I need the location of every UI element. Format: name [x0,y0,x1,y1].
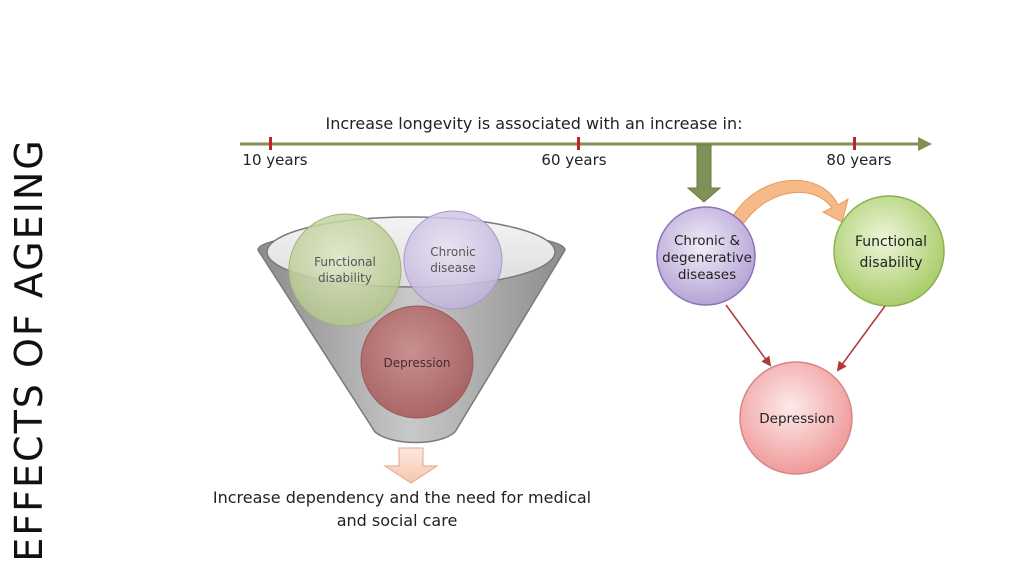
timeline-down-arrow [686,144,722,203]
tick-80-years [853,137,856,150]
cycle-depression-label: Depression [759,411,834,427]
timeline-caption: Increase longevity is associated with an… [325,114,742,133]
tick-label-80: 80 years [826,151,891,169]
cycle-functional-line2: disability [860,255,923,271]
timeline-arrowhead [918,137,932,151]
tick-60-years [577,137,580,150]
funnel-depression-label: Depression [383,356,450,370]
tick-label-10: 10 years [242,151,307,169]
funnel-chronic-line2: disease [430,261,476,275]
cycle-arrow-chronic-to-depression [725,304,772,367]
funnel-circle-depression [360,305,474,419]
cycle-chronic-line3: diseases [678,267,736,283]
tick-10-years [269,137,272,150]
cycle-circle-functional [833,195,945,307]
cycle-diagram: Chronic & degenerative diseases Function… [656,179,945,475]
funnel-functional-line1: Functional [314,255,376,269]
funnel-output-arrow [383,447,439,484]
cycle-circle-depression [739,361,853,475]
cycle-functional-line1: Functional [855,234,927,250]
funnel-outcome-line1: Increase dependency and the need for med… [213,488,591,507]
cycle-chronic-line2: degenerative [662,250,752,266]
funnel-circle-functional [288,213,402,327]
funnel-functional-line2: disability [318,271,372,285]
cycle-chronic-line1: Chronic & [674,233,741,249]
funnel-circle-chronic [403,210,503,310]
funnel-outcome-line2: and social care [337,511,458,530]
cycle-arrow-functional-to-depression [836,305,886,372]
funnel-chronic-line1: Chronic [430,245,476,259]
tick-label-60: 60 years [541,151,606,169]
timeline: Increase longevity is associated with an… [240,114,932,203]
funnel-diagram: Functional disability Chronic disease De… [213,210,591,530]
cycle-curved-arrow [730,179,849,224]
cycle-circle-chronic [656,206,756,306]
